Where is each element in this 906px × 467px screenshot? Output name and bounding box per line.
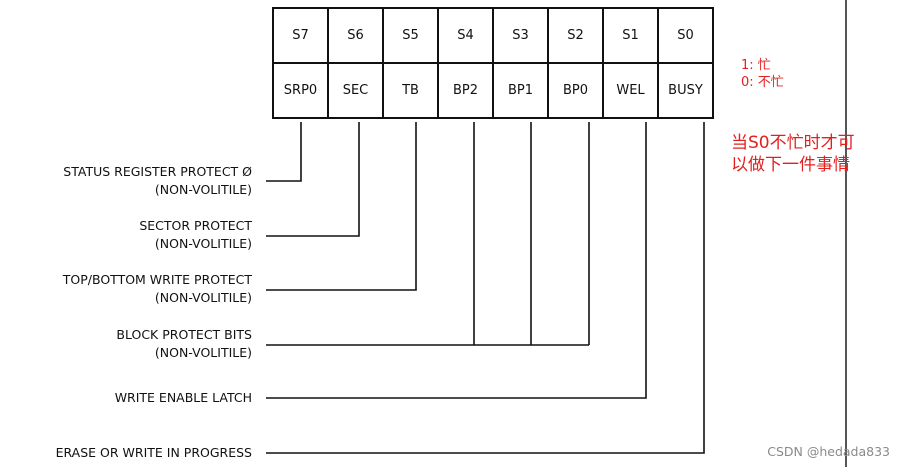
status-bit-s6: S6	[327, 7, 384, 64]
busy-legend-line-0: 0: 不忙	[741, 75, 784, 90]
label-sec-line1: SECTOR PROTECT	[139, 218, 252, 233]
label-erase-write-progress: ERASE OR WRITE IN PROGRESS	[56, 444, 252, 462]
bit-name-bp1: BP1	[492, 62, 549, 119]
frame-border	[845, 0, 847, 467]
status-bit-s2: S2	[547, 7, 604, 64]
label-wel-line1: WRITE ENABLE LATCH	[114, 390, 252, 405]
label-write-enable-latch: WRITE ENABLE LATCH	[115, 389, 252, 407]
label-srp-line1: STATUS REGISTER PROTECT Ø	[63, 164, 252, 179]
bit-name-srp0: SRP0	[272, 62, 329, 119]
status-bit-row: S7 S6 S5 S4 S3 S2 S1 S0	[272, 7, 714, 64]
bit-name-bp2: BP2	[437, 62, 494, 119]
bit-name-tb: TB	[382, 62, 439, 119]
status-bit-s5: S5	[382, 7, 439, 64]
connector-srp0	[266, 122, 302, 182]
status-bit-s4: S4	[437, 7, 494, 64]
label-status-register-protect: STATUS REGISTER PROTECT Ø (NON-VOLITILE)	[63, 163, 252, 199]
bit-name-wel: WEL	[602, 62, 659, 119]
label-top-bottom-protect: TOP/BOTTOM WRITE PROTECT (NON-VOLITILE)	[63, 271, 252, 307]
label-busy-line1: ERASE OR WRITE IN PROGRESS	[55, 445, 252, 460]
label-block-protect-bits: BLOCK PROTECT BITS (NON-VOLITILE)	[116, 326, 252, 362]
bit-name-row: SRP0 SEC TB BP2 BP1 BP0 WEL BUSY	[272, 62, 714, 119]
bit-name-bp0: BP0	[547, 62, 604, 119]
status-bit-s0: S0	[657, 7, 714, 64]
s0-note-annotation: 当S0不忙时才可以做下一件事情	[731, 133, 855, 175]
bit-name-sec: SEC	[327, 62, 384, 119]
label-srp-line2: (NON-VOLITILE)	[154, 182, 252, 197]
connector-tb	[266, 122, 417, 291]
status-bit-s3: S3	[492, 7, 549, 64]
label-bp-line2: (NON-VOLITILE)	[154, 345, 252, 360]
label-bp-line1: BLOCK PROTECT BITS	[116, 327, 252, 342]
connector-wel	[266, 122, 647, 399]
connector-busy	[266, 122, 705, 454]
label-tb-line1: TOP/BOTTOM WRITE PROTECT	[62, 272, 252, 287]
status-bit-s1: S1	[602, 7, 659, 64]
busy-legend-line-1: 1: 忙	[741, 58, 771, 73]
bit-name-busy: BUSY	[657, 62, 714, 119]
label-tb-line2: (NON-VOLITILE)	[154, 290, 252, 305]
connector-sec	[266, 122, 360, 237]
status-bit-s7: S7	[272, 7, 329, 64]
csdn-watermark: CSDN @hedada833	[767, 444, 890, 459]
status-register-table: S7 S6 S5 S4 S3 S2 S1 S0 SRP0 SEC TB BP2 …	[272, 7, 714, 119]
busy-legend-annotation: 1: 忙 0: 不忙	[741, 57, 784, 91]
label-sec-line2: (NON-VOLITILE)	[154, 236, 252, 251]
label-sector-protect: SECTOR PROTECT (NON-VOLITILE)	[139, 217, 252, 253]
